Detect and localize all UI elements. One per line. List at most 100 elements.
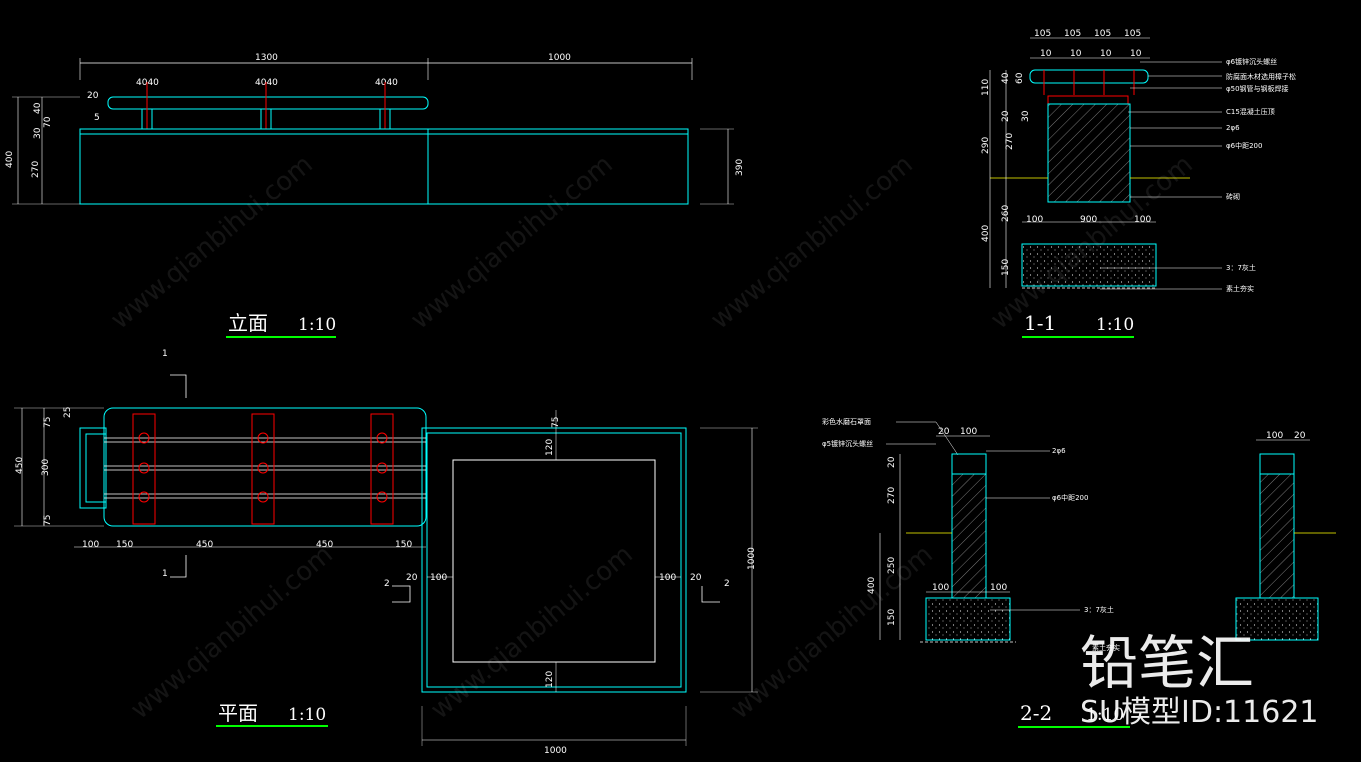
s11-dim-60: 60 (1015, 72, 1025, 84)
s22-dim-100c: 100 (932, 583, 949, 593)
elev-dim-30: 30 (33, 127, 43, 139)
plan-view: 1 1 (14, 349, 758, 756)
plan-dim-100: 100 (82, 540, 99, 550)
elev-base (79, 133, 689, 205)
plan-seat-board (103, 407, 427, 527)
plan-dim-20: 20 (406, 573, 418, 583)
s11-dim-10b: 10 (1070, 49, 1082, 59)
section-1-1: 105 105 105 105 10 10 10 10 110 40 60 20… (981, 29, 1296, 338)
plan-dim-1000v: 1000 (747, 547, 757, 570)
s22-scale: 1:10 (1086, 705, 1124, 725)
plan-dim-300: 300 (41, 459, 51, 476)
s22-dim-20v: 20 (887, 456, 897, 468)
s11-dim-30: 30 (1021, 110, 1031, 122)
plan-planter-inner (452, 459, 656, 663)
s11-dim-10a: 10 (1040, 49, 1052, 59)
s22-cap-right (1259, 453, 1295, 475)
s22-wall-left (951, 473, 987, 599)
s11-dim-900: 900 (1080, 215, 1097, 225)
elev-dim-1300: 1300 (255, 53, 278, 63)
plan-dim-1000h: 1000 (544, 746, 567, 756)
s11-dim-100a: 100 (1026, 215, 1043, 225)
elev-dim-20: 20 (87, 91, 99, 101)
s11-title: 1-1 (1024, 311, 1056, 335)
s11-note: C15混凝土压顶 (1226, 107, 1275, 116)
s11-note: φ50钢管与钢板焊接 (1226, 84, 1289, 93)
elev-dim-4040-a: 4040 (136, 78, 159, 88)
plan-dim-120b: 120 (545, 671, 555, 688)
plan-dim-75c: 75 (551, 417, 561, 428)
s11-dim-270: 270 (1005, 133, 1015, 150)
plan-steel-plate (132, 413, 156, 525)
s11-seat-slats (1029, 69, 1149, 84)
plan-dim-450: 450 (15, 457, 25, 474)
elev-bolt (260, 82, 272, 130)
plan-section-mark: 2 (724, 579, 730, 589)
s11-note: 砖砌 (1226, 192, 1240, 201)
s22-footing-right (1235, 597, 1319, 641)
plan-dim-100c: 100 (659, 573, 676, 583)
s11-dim-40: 40 (1001, 72, 1011, 84)
watermark-site: www.qianbihui.com (105, 149, 318, 335)
elev-dim-400: 400 (5, 151, 15, 168)
s11-note: φ6中距200 (1226, 141, 1262, 150)
s22-dim-150: 150 (887, 609, 897, 626)
brand-logo: 铅笔汇 (1080, 629, 1254, 697)
plan-dim-20b: 20 (690, 573, 702, 583)
s11-note: 防腐面木材选用樟子松 (1226, 72, 1296, 81)
plan-dim-75b: 75 (43, 515, 53, 526)
elevation-view: 1300 1000 20 4040 4040 4040 5 400 (5, 53, 745, 338)
s22-dim-100b: 100 (1266, 431, 1283, 441)
s22-footing-left (925, 597, 1011, 641)
s11-dim-10c: 10 (1100, 49, 1112, 59)
plan-steel-plate (370, 413, 394, 525)
s11-note: 2φ6 (1226, 124, 1240, 132)
s22-dim-20: 20 (938, 427, 950, 437)
s22-dim-100: 100 (960, 427, 977, 437)
plan-dim-25: 25 (63, 407, 73, 418)
plan-section-mark: 2 (384, 579, 390, 589)
s11-scale: 1:10 (1096, 315, 1134, 335)
section-2-2: 彩色水磨石罩面 φ5镀锌沉头螺丝 20 100 100 20 2φ6 φ6中距2… (822, 417, 1336, 728)
s11-note: 3：7灰土 (1226, 263, 1256, 272)
s22-dim-270: 270 (887, 487, 897, 504)
plan-section-mark: 1 (162, 349, 168, 359)
plan-title: 平面 (218, 701, 258, 725)
watermark-site: www.qianbihui.com (125, 539, 338, 725)
s22-note: 3：7灰土 (1084, 605, 1114, 614)
s22-note: 素土夯实 (1092, 643, 1120, 652)
plan-dim-150: 150 (116, 540, 133, 550)
elev-dim-1000: 1000 (548, 53, 571, 63)
s11-wall (1047, 103, 1131, 203)
s22-title: 2-2 (1020, 701, 1052, 725)
plan-steel-plate (251, 413, 275, 525)
elev-dim-40: 40 (33, 102, 43, 114)
s22-dim-400: 400 (867, 577, 877, 594)
s22-dim-100d: 100 (990, 583, 1007, 593)
plan-dim-120: 120 (545, 439, 555, 456)
elev-dim-4040-c: 4040 (375, 78, 398, 88)
s22-dim-20b: 20 (1294, 431, 1306, 441)
s11-dim-105b: 105 (1064, 29, 1081, 39)
elev-dim-270: 270 (31, 161, 41, 178)
s11-dim-400: 400 (981, 225, 991, 242)
s11-footing-lime (1021, 243, 1157, 287)
elev-dim-4040-b: 4040 (255, 78, 278, 88)
elev-base-cap (79, 128, 689, 135)
elev-dim-5: 5 (94, 113, 100, 123)
watermark-site: www.qianbihui.com (705, 149, 918, 335)
s22-cap-left (951, 453, 987, 475)
s11-dim-105a: 105 (1034, 29, 1051, 39)
watermark: www.qianbihui.com www.qianbihui.com www.… (105, 149, 1318, 730)
plan-scale: 1:10 (288, 705, 326, 725)
s11-dim-105c: 105 (1094, 29, 1111, 39)
elev-bolt (379, 82, 391, 130)
plan-section-mark: 1 (162, 569, 168, 579)
s11-dim-105d: 105 (1124, 29, 1141, 39)
s11-dim-150: 150 (1001, 259, 1011, 276)
s22-note: φ5镀锌沉头螺丝 (822, 439, 873, 448)
s22-dim-250: 250 (887, 557, 897, 574)
elev-scale: 1:10 (298, 315, 336, 335)
plan-dim-450a: 450 (196, 540, 213, 550)
